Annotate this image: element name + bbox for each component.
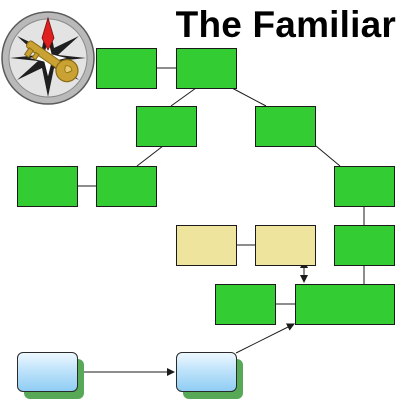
arrow-blue-right-to-bottom-right (235, 323, 295, 354)
node-far-left[interactable] (17, 166, 78, 207)
logo-star-red (41, 16, 55, 51)
node-top-right[interactable] (176, 48, 237, 89)
node-mid-left[interactable] (96, 166, 157, 207)
node-top-left[interactable] (96, 48, 157, 89)
node-left-branch[interactable] (136, 106, 197, 147)
compass-key-icon (1, 11, 95, 105)
connector-top-right-to-right-branch (231, 87, 267, 107)
connector-left-branch-down (136, 145, 164, 167)
page-title: The Familiar (175, 4, 396, 45)
connector-top-right-to-left-branch (170, 87, 197, 107)
node-yellow-left[interactable] (176, 225, 237, 266)
connector-right-branch-down (315, 145, 341, 167)
node-bottom-left[interactable] (215, 284, 276, 325)
node-right-upper[interactable] (334, 166, 395, 207)
node-right-middle[interactable] (334, 225, 395, 266)
node-right-branch[interactable] (255, 106, 316, 147)
node-yellow-right[interactable] (255, 225, 316, 266)
node-blue-left[interactable] (17, 352, 78, 392)
node-bottom-right-wide[interactable] (295, 284, 395, 325)
key-icon (23, 40, 79, 83)
node-blue-right[interactable] (176, 352, 237, 392)
